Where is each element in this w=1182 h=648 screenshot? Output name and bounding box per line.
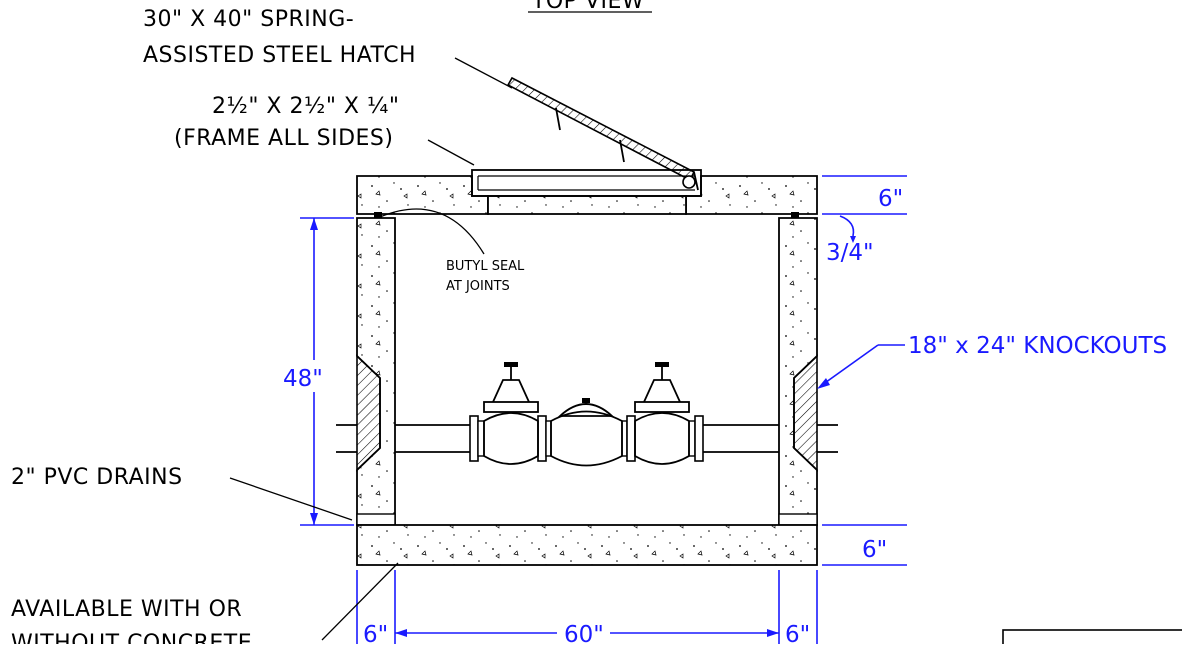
knockouts-label: 18" x 24" KNOCKOUTS [908, 333, 1167, 359]
right-drain [778, 513, 818, 526]
left-wall [356, 217, 396, 526]
right-knockout [793, 354, 818, 472]
butyl-label-line1: BUTYL SEAL [446, 259, 525, 274]
hatch-label-line1: 30" X 40" SPRING- [143, 7, 354, 32]
hatch-door-open [506, 76, 699, 191]
frame-label-line2: (FRAME ALL SIDES) [174, 126, 393, 151]
butyl-label-line2: AT JOINTS [446, 279, 510, 294]
dim-height: 48" [283, 366, 323, 392]
left-butyl-seal [374, 212, 382, 218]
view-title: TOP VIEW [531, 0, 644, 14]
base-slab [356, 524, 818, 566]
dim-base-thickness: 6" [862, 537, 887, 563]
right-wall [778, 217, 818, 526]
available-label-line2: WITHOUT CONCRETE [11, 631, 252, 644]
dim-lid-thickness: 6" [878, 186, 903, 212]
hinge-icon [682, 175, 696, 189]
frame-label-line1: 2½" X 2½" X ¼" [212, 94, 399, 119]
dim-right-wall: 6" [785, 622, 810, 644]
left-drain [356, 513, 396, 526]
lid-slab [356, 175, 818, 215]
backflow-assembly [336, 362, 838, 467]
hatch-frame [471, 169, 702, 197]
dim-left-wall: 6" [363, 622, 388, 644]
title-block-edge [1002, 629, 1182, 648]
left-knockout [356, 354, 381, 472]
dim-seal-gap: 3/4" [826, 240, 874, 266]
drains-label: 2" PVC DRAINS [11, 465, 183, 490]
hatch-label-line2: ASSISTED STEEL HATCH [143, 43, 416, 68]
right-butyl-seal [791, 212, 799, 218]
dim-inside-width: 60" [564, 622, 604, 644]
available-label-line1: AVAILABLE WITH OR [11, 597, 242, 622]
